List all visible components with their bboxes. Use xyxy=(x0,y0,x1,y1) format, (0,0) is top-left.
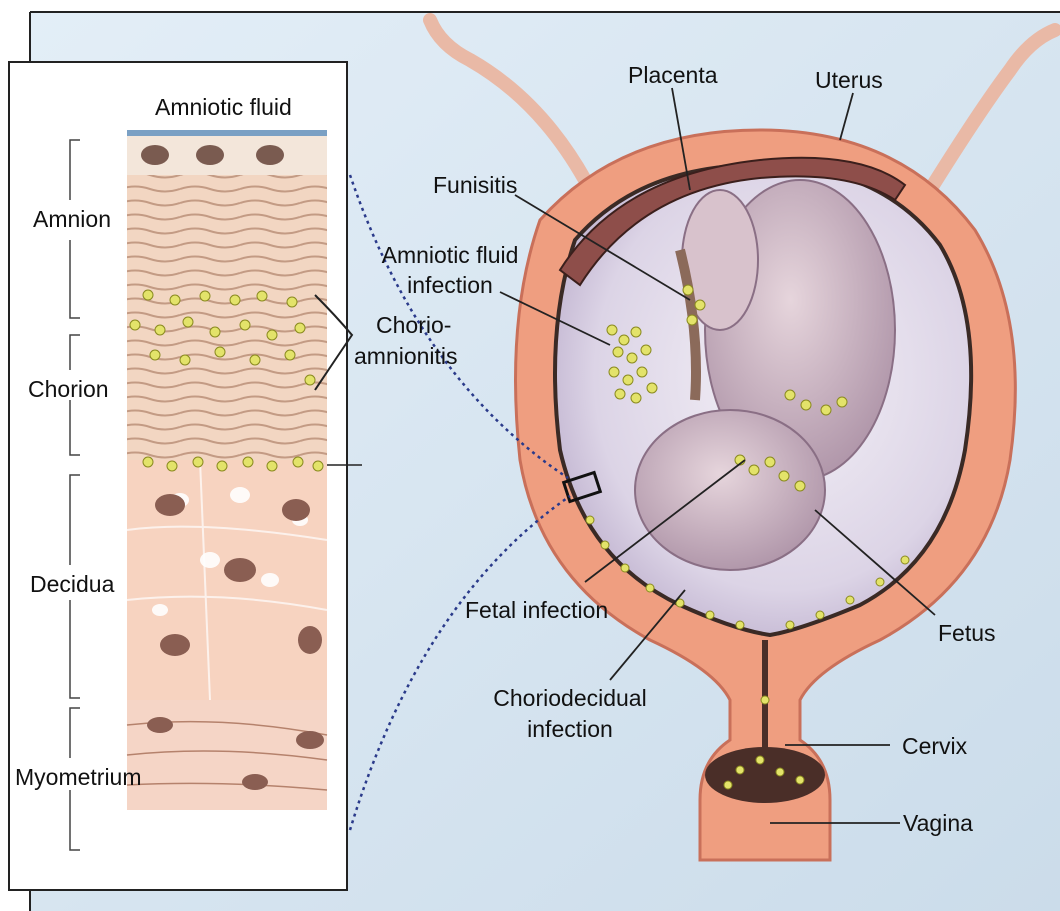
label-chorion: Chorion xyxy=(28,376,109,402)
cervix-opening xyxy=(705,747,825,803)
label-vagina: Vagina xyxy=(903,810,973,836)
label-chorioamnionitis-line1: Chorio- xyxy=(376,312,451,338)
label-myometrium: Myometrium xyxy=(15,764,142,790)
label-placenta: Placenta xyxy=(628,62,718,88)
label-amniotic-fluid-infection-line1: Amniotic fluid xyxy=(365,242,535,268)
label-choriodecidual-infection-line1: Choriodecidual xyxy=(470,685,670,711)
label-uterus: Uterus xyxy=(815,67,883,93)
label-fetal-infection: Fetal infection xyxy=(465,597,608,623)
label-fetus: Fetus xyxy=(938,620,996,646)
label-amnion: Amnion xyxy=(33,206,111,232)
label-decidua: Decidua xyxy=(30,571,114,597)
label-choriodecidual-infection-line2: infection xyxy=(470,716,670,742)
label-funisitis: Funisitis xyxy=(433,172,517,198)
label-chorioamnionitis-line2: amnionitis xyxy=(354,343,458,369)
tissue-strip xyxy=(127,130,327,810)
label-amniotic-fluid: Amniotic fluid xyxy=(155,94,292,120)
label-amniotic-fluid-infection-line2: infection xyxy=(365,272,535,298)
label-cervix: Cervix xyxy=(902,733,967,759)
